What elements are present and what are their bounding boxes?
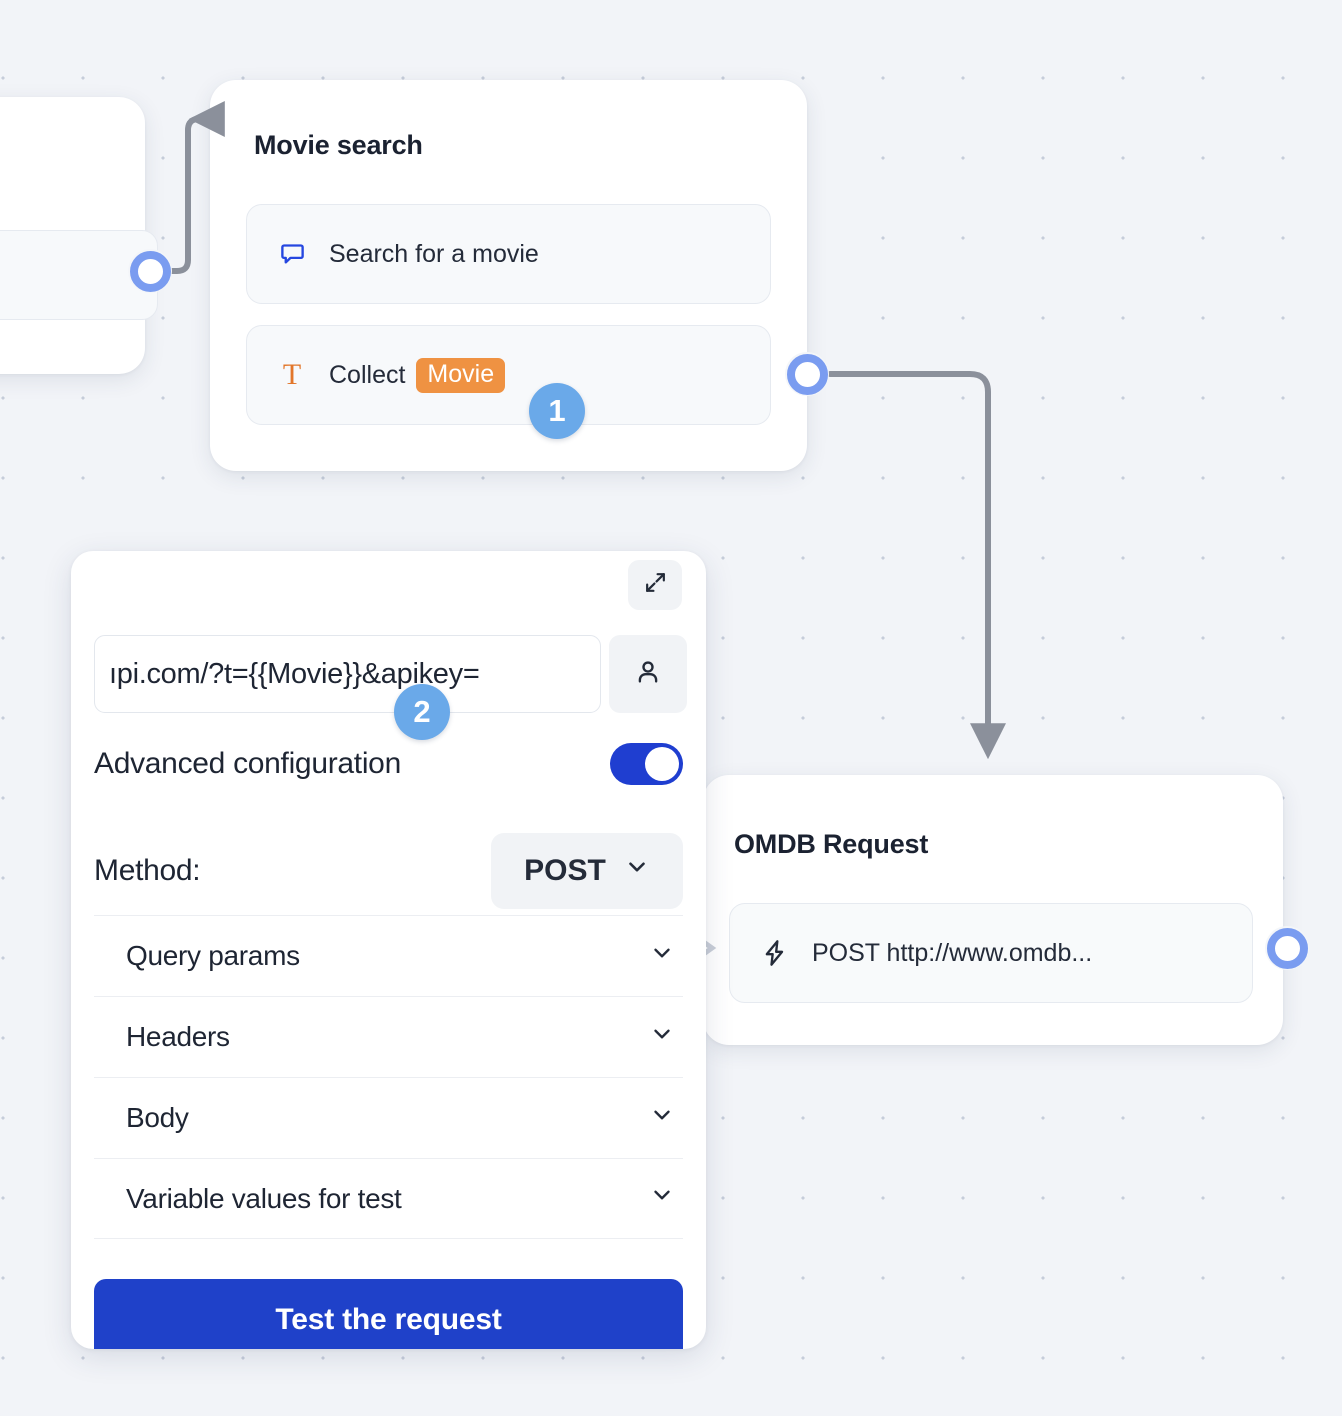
edge-movie-search-to-omdb: [827, 371, 1006, 760]
variable-chip-movie[interactable]: Movie: [416, 357, 506, 393]
text-t-icon: T: [282, 358, 302, 391]
accordion-label: Body: [126, 1102, 189, 1133]
node-card-movie-search[interactable]: Movie search Search for a movie T Collec…: [210, 80, 807, 471]
auth-user-button[interactable]: [609, 635, 687, 713]
request-accordion-list: Query params Headers Body: [94, 915, 683, 1239]
lightning-bolt-icon: [760, 938, 790, 968]
accordion-query-params[interactable]: Query params: [94, 915, 683, 996]
node-card-partial[interactable]: [0, 97, 158, 374]
accordion-body[interactable]: Body: [94, 1077, 683, 1158]
advanced-configuration-row: Advanced configuration: [94, 743, 683, 785]
advanced-configuration-toggle[interactable]: [610, 743, 683, 785]
accordion-variable-values-for-test[interactable]: Variable values for test: [94, 1158, 683, 1239]
test-the-request-button[interactable]: Test the request: [94, 1279, 683, 1349]
expand-diagonal-icon: [643, 570, 668, 600]
port-omdb-request-output[interactable]: [1265, 926, 1309, 970]
node-card-omdb-request[interactable]: OMDB Request POST http://www.omdb...: [703, 775, 1283, 1045]
advanced-configuration-label: Advanced configuration: [94, 747, 401, 780]
step-collect-movie[interactable]: T Collect Movie: [246, 325, 771, 425]
accordion-label: Headers: [126, 1021, 230, 1052]
omdb-request-title: OMDB Request: [734, 829, 929, 859]
chevron-down-icon: [649, 940, 675, 973]
step-label: Search for a movie: [329, 239, 539, 268]
method-row: Method: POST: [94, 833, 683, 909]
step-label: POST http://www.omdb...: [812, 938, 1093, 967]
chevron-down-icon: [649, 1021, 675, 1054]
chevron-down-icon: [624, 854, 650, 888]
movie-search-title: Movie search: [254, 130, 423, 160]
method-select[interactable]: POST: [491, 833, 683, 909]
chat-bubble-icon: [277, 239, 307, 269]
person-icon: [633, 657, 663, 692]
chevron-down-icon: [649, 1102, 675, 1135]
port-movie-search-output[interactable]: [785, 352, 829, 396]
step-search-for-a-movie[interactable]: Search for a movie: [246, 204, 771, 304]
edge-partial-to-movie-search: [169, 101, 225, 274]
expand-panel-button[interactable]: [628, 560, 682, 610]
step-badge-1: 1: [529, 383, 585, 439]
step-omdb-post-request[interactable]: POST http://www.omdb...: [729, 903, 1253, 1003]
port-partial-node-output[interactable]: [128, 249, 172, 293]
chevron-down-icon: [649, 1182, 675, 1215]
step-badge-2: 2: [394, 684, 450, 740]
url-row: [94, 635, 687, 713]
accordion-label: Query params: [126, 940, 300, 971]
accordion-label: Variable values for test: [126, 1182, 402, 1214]
method-selected-value: POST: [524, 854, 606, 887]
method-label: Method:: [94, 854, 201, 887]
accordion-headers[interactable]: Headers: [94, 996, 683, 1077]
request-url-input[interactable]: [94, 635, 601, 713]
step-label: Collect: [329, 360, 406, 389]
request-config-panel: Advanced configuration Method: POST Quer…: [71, 551, 706, 1349]
